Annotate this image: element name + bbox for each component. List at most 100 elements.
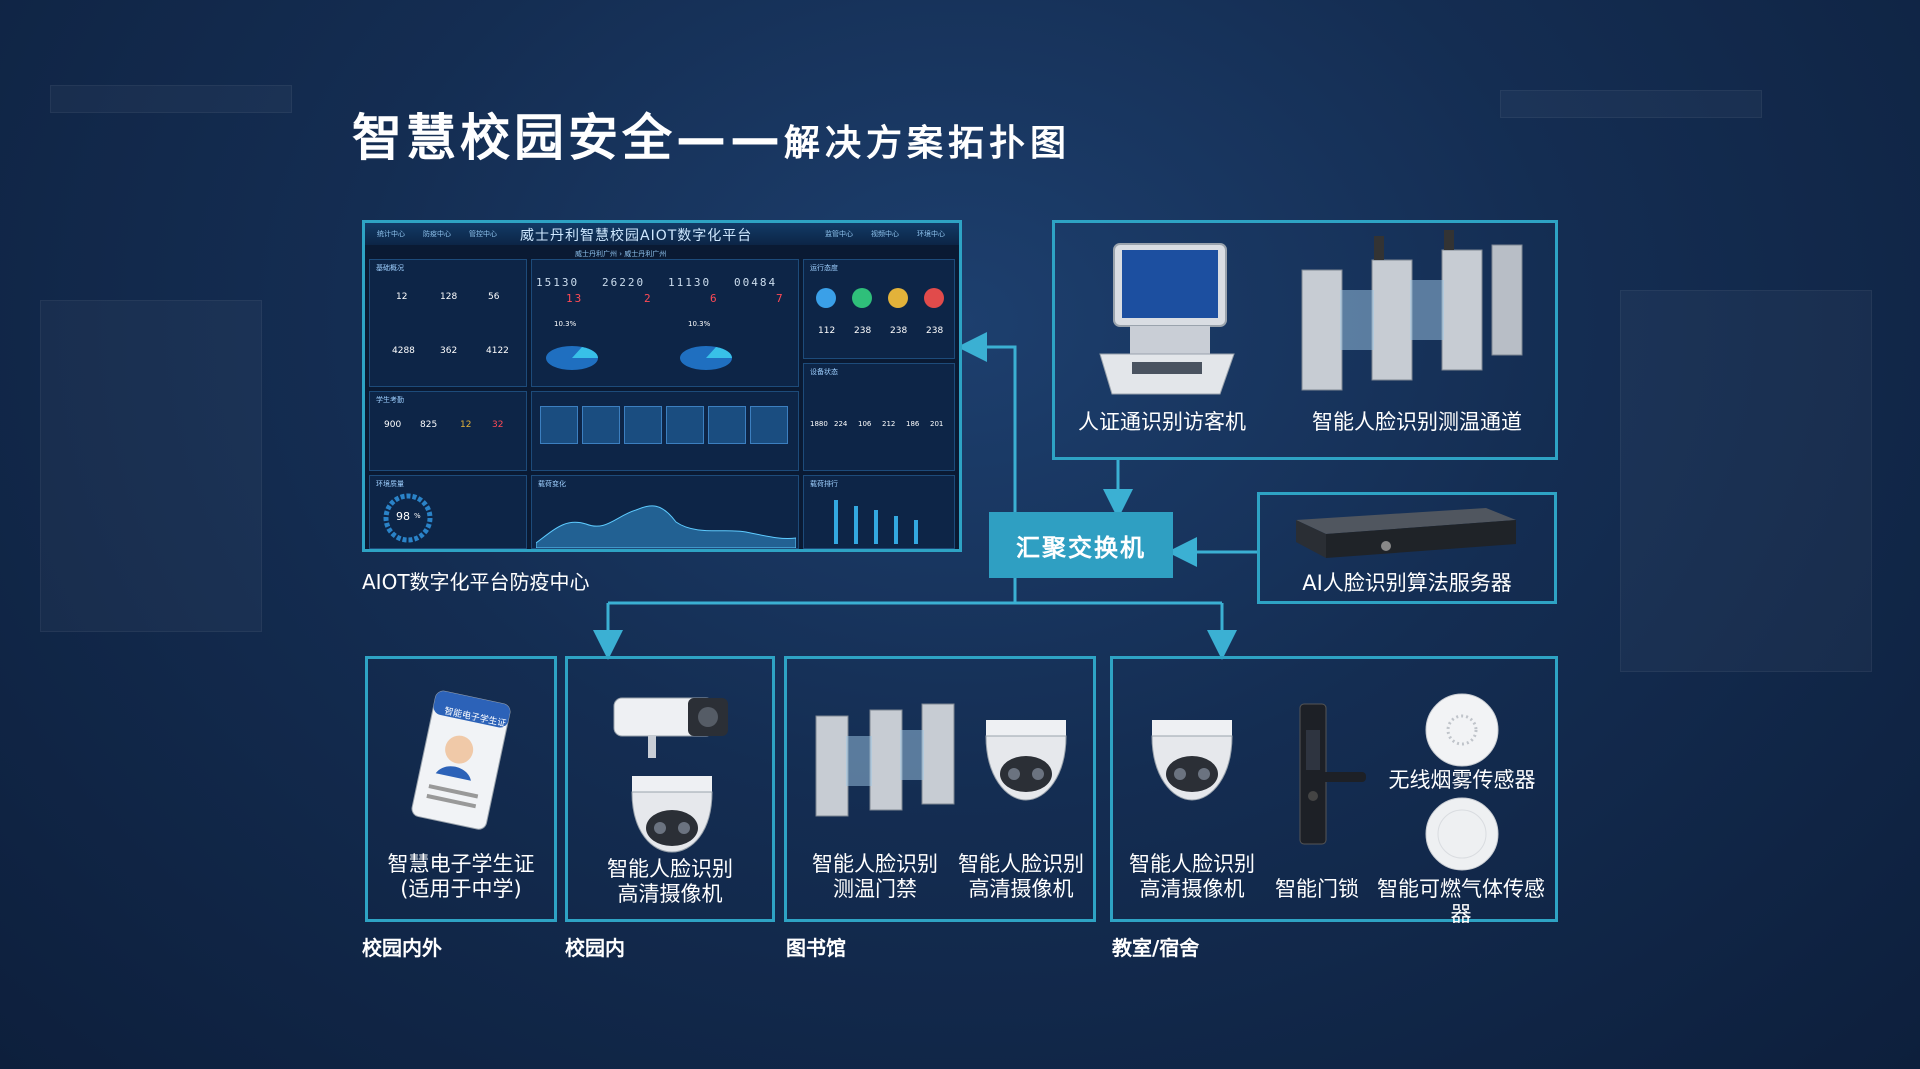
student-card-label: 智慧电子学生证 (适用于中学) [375, 852, 547, 902]
bullet-camera-icon [613, 697, 728, 758]
background-ceiling-light [1500, 90, 1762, 118]
rank-bar [834, 500, 838, 544]
basic-value: 56 [488, 292, 500, 302]
background-ceiling-light [50, 85, 292, 113]
library-camera-label-line1: 智能人脸识别 [958, 852, 1084, 876]
device-value: 212 [882, 420, 896, 428]
section-label-library: 图书馆 [786, 936, 846, 960]
panel-device-title: 设备状态 [810, 368, 838, 376]
aiot-dashboard: 统计中心 防疫中心 管控中心 威士丹利智慧校园AIOT数字化平台 监管中心 视频… [362, 220, 962, 552]
title-main: 智慧校园安全 [352, 109, 676, 167]
dome-camera-icon [631, 776, 713, 853]
temperature-gate-icon [815, 703, 955, 817]
smoke-sensor-label: 无线烟雾传感器 [1388, 768, 1536, 792]
face-avatar [750, 406, 788, 444]
smart-lock-icon [1299, 703, 1366, 845]
running-value: 238 [854, 326, 872, 336]
rank-bar [854, 506, 858, 544]
turnstile-label: 智能人脸识别测温通道 [1312, 410, 1522, 434]
tab-epidemic[interactable]: 防疫中心 [423, 230, 451, 238]
basic-value: 4122 [486, 346, 509, 356]
counter-alert: 6 [710, 292, 719, 305]
temperature-gate-label: 智能人脸识别 测温门禁 [800, 852, 950, 902]
smart-lock-label: 智能门锁 [1275, 877, 1359, 901]
turnstile-gate-icon [1301, 230, 1523, 391]
running-value: 238 [890, 326, 908, 336]
dashboard-title: 威士丹利智慧校园AIOT数字化平台 [520, 228, 753, 244]
device-value: 201 [930, 420, 944, 428]
counter-alert: 2 [644, 292, 653, 305]
tab-stats[interactable]: 统计中心 [377, 230, 405, 238]
library-camera-label-line2: 高清摄像机 [968, 877, 1074, 901]
rank-bar [914, 520, 918, 544]
face-avatar [666, 406, 704, 444]
basic-value: 12 [396, 292, 408, 302]
student-card-label-line2: (适用于中学) [400, 877, 522, 901]
student-card-label-line1: 智慧电子学生证 [387, 852, 535, 876]
classroom-camera-label-line2: 高清摄像机 [1139, 877, 1245, 901]
ai-server-icon [1296, 508, 1516, 558]
counter-alert: 13 [566, 292, 584, 305]
section-label-campus-outside: 校园内外 [362, 936, 442, 960]
tab-control[interactable]: 管控中心 [469, 230, 497, 238]
percent-label: 10.3% [554, 320, 577, 328]
tab-monitor[interactable]: 监管中心 [825, 230, 853, 238]
basic-value: 128 [440, 292, 458, 302]
dashboard-header: 统计中心 防疫中心 管控中心 威士丹利智慧校园AIOT数字化平台 监管中心 视频… [365, 223, 959, 245]
panel-basic: 基础概况 12 128 56 4288 362 4122 [369, 259, 527, 387]
top-devices-box [1052, 220, 1558, 460]
counter: 15130 [536, 276, 580, 289]
basic-value: 4288 [392, 346, 415, 356]
aggregation-switch: 汇聚交换机 [989, 512, 1173, 578]
running-value: 238 [926, 326, 944, 336]
rank-bar [894, 516, 898, 544]
library-camera-label: 智能人脸识别 高清摄像机 [946, 852, 1096, 902]
connector-switch-dashboard [957, 332, 1017, 512]
temperature-gate-label-line1: 智能人脸识别 [812, 852, 938, 876]
dashboard-location: 威士丹利广州 › 威士丹利广州 [575, 250, 667, 258]
pie-3d-right [680, 346, 732, 370]
attendance-value: 12 [460, 420, 472, 430]
environment-gauge [383, 493, 433, 543]
running-value: 112 [818, 326, 836, 336]
title-dash: —— [676, 109, 784, 167]
campus-camera-label: 智能人脸识别 高清摄像机 [575, 857, 765, 907]
smoke-sensor-icon [1425, 693, 1499, 767]
campus-camera-label-line1: 智能人脸识别 [607, 857, 733, 881]
gas-sensor-label: 智能可燃气体传感器 [1377, 877, 1545, 926]
trend-area-chart [536, 505, 796, 548]
device-value: 224 [834, 420, 848, 428]
ai-server-label: AI人脸识别算法服务器 [1302, 571, 1512, 595]
panel-running: 运行态度 112 238 238 238 [803, 259, 955, 359]
panel-counters: 15130 26220 11130 00484 13 2 6 7 10.3% 1… [531, 259, 799, 387]
panel-faces [531, 391, 799, 471]
panel-rank-title: 载荷排行 [810, 480, 838, 488]
panel-rank: 载荷排行 [803, 475, 955, 549]
group-box-library [784, 656, 1096, 922]
status-circle-icon [888, 288, 908, 308]
status-circle-icon [852, 288, 872, 308]
visitor-terminal-icon [1099, 243, 1235, 395]
student-id-card-icon [411, 690, 511, 830]
tab-environment[interactable]: 环境中心 [917, 230, 945, 238]
panel-basic-title: 基础概况 [376, 264, 404, 272]
title-sub: 解决方案拓扑图 [784, 123, 1072, 164]
environment-percent: 98 [396, 510, 410, 523]
pie-3d-left [546, 346, 598, 370]
device-value: 1880 [810, 420, 828, 428]
dashboard-caption: AIOT数字化平台防疫中心 [362, 570, 590, 594]
device-value: 186 [906, 420, 920, 428]
counter-alert: 7 [776, 292, 785, 305]
tab-video[interactable]: 视频中心 [871, 230, 899, 238]
group-box-campus-outside [365, 656, 557, 922]
counter: 26220 [602, 276, 646, 289]
library-dome-camera-icon [985, 720, 1067, 801]
face-avatar [708, 406, 746, 444]
background-window [1620, 290, 1872, 672]
face-avatar [624, 406, 662, 444]
face-avatar [540, 406, 578, 444]
gas-sensor-icon [1425, 797, 1499, 871]
environment-unit: % [414, 512, 421, 520]
panel-running-title: 运行态度 [810, 264, 838, 272]
basic-value: 362 [440, 346, 458, 356]
